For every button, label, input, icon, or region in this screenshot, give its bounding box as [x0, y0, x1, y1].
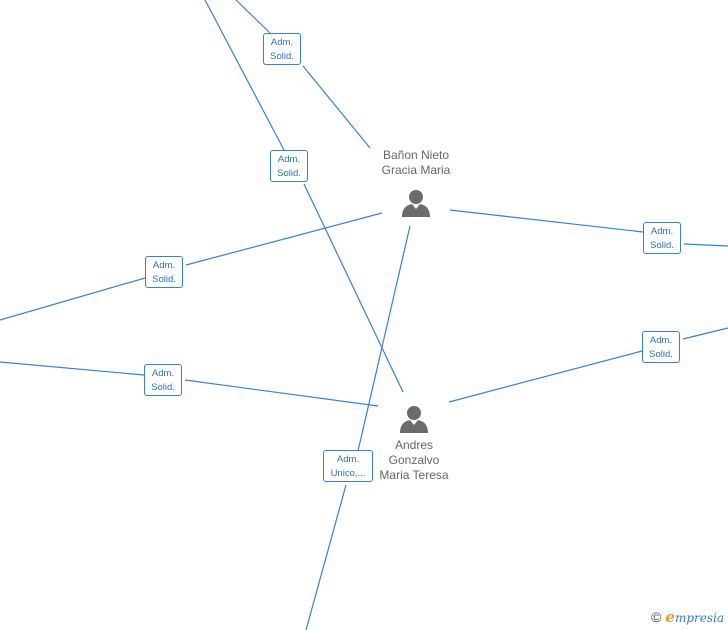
role-box-adm-solid[interactable]: Adm. Solid.	[263, 33, 301, 65]
person-name: Bañon Nieto Gracia Maria	[381, 148, 451, 177]
brand-logo: empresia	[665, 608, 724, 626]
edge	[235, 0, 271, 34]
role-line-1: Adm.	[277, 154, 301, 165]
copyright-symbol: ©	[651, 609, 662, 625]
edge	[448, 350, 643, 403]
person-icon	[402, 190, 430, 217]
person-node[interactable]: Bañon Nieto Gracia Maria	[366, 148, 466, 218]
role-line-2: Solid.	[152, 274, 176, 285]
edge	[305, 484, 347, 630]
person-node[interactable]: Andres Gonzalvo Maria Teresa	[364, 404, 464, 483]
brand-name: mpresia	[674, 611, 724, 625]
role-box-adm-solid[interactable]: Adm. Solid.	[144, 364, 182, 396]
role-line-1: Adm.	[270, 37, 294, 48]
person-icon	[400, 406, 428, 433]
brand-initial: e	[665, 608, 675, 626]
credit-logo: ©empresia	[651, 608, 724, 626]
role-line-2: Unico,...	[330, 468, 366, 479]
edge	[0, 277, 146, 321]
role-line-2: Solid.	[649, 349, 673, 360]
role-line-2: Solid.	[151, 382, 175, 393]
edge	[204, 0, 285, 151]
edge	[185, 212, 383, 266]
edge	[302, 65, 371, 149]
edge	[683, 243, 728, 247]
edge	[357, 225, 411, 452]
edge	[0, 361, 145, 376]
role-box-adm-solid[interactable]: Adm. Solid.	[145, 256, 183, 288]
role-line-2: Solid.	[270, 51, 294, 62]
role-box-adm-solid[interactable]: Adm. Solid.	[642, 331, 680, 363]
role-line-2: Solid.	[650, 240, 674, 251]
person-name: Andres Gonzalvo Maria Teresa	[379, 438, 449, 482]
role-box-adm-solid[interactable]: Adm. Solid.	[270, 150, 308, 182]
role-box-adm-unico[interactable]: Adm. Unico,...	[323, 450, 373, 482]
edge	[682, 327, 728, 340]
role-line-1: Adm.	[650, 226, 674, 237]
role-line-1: Adm.	[336, 454, 360, 465]
role-line-1: Adm.	[151, 368, 175, 379]
edge	[449, 209, 644, 233]
role-line-1: Adm.	[649, 335, 673, 346]
role-box-adm-solid[interactable]: Adm. Solid.	[643, 222, 681, 254]
role-line-1: Adm.	[152, 260, 176, 271]
role-line-2: Solid.	[277, 168, 301, 179]
edge	[303, 183, 404, 393]
edge	[184, 379, 379, 407]
